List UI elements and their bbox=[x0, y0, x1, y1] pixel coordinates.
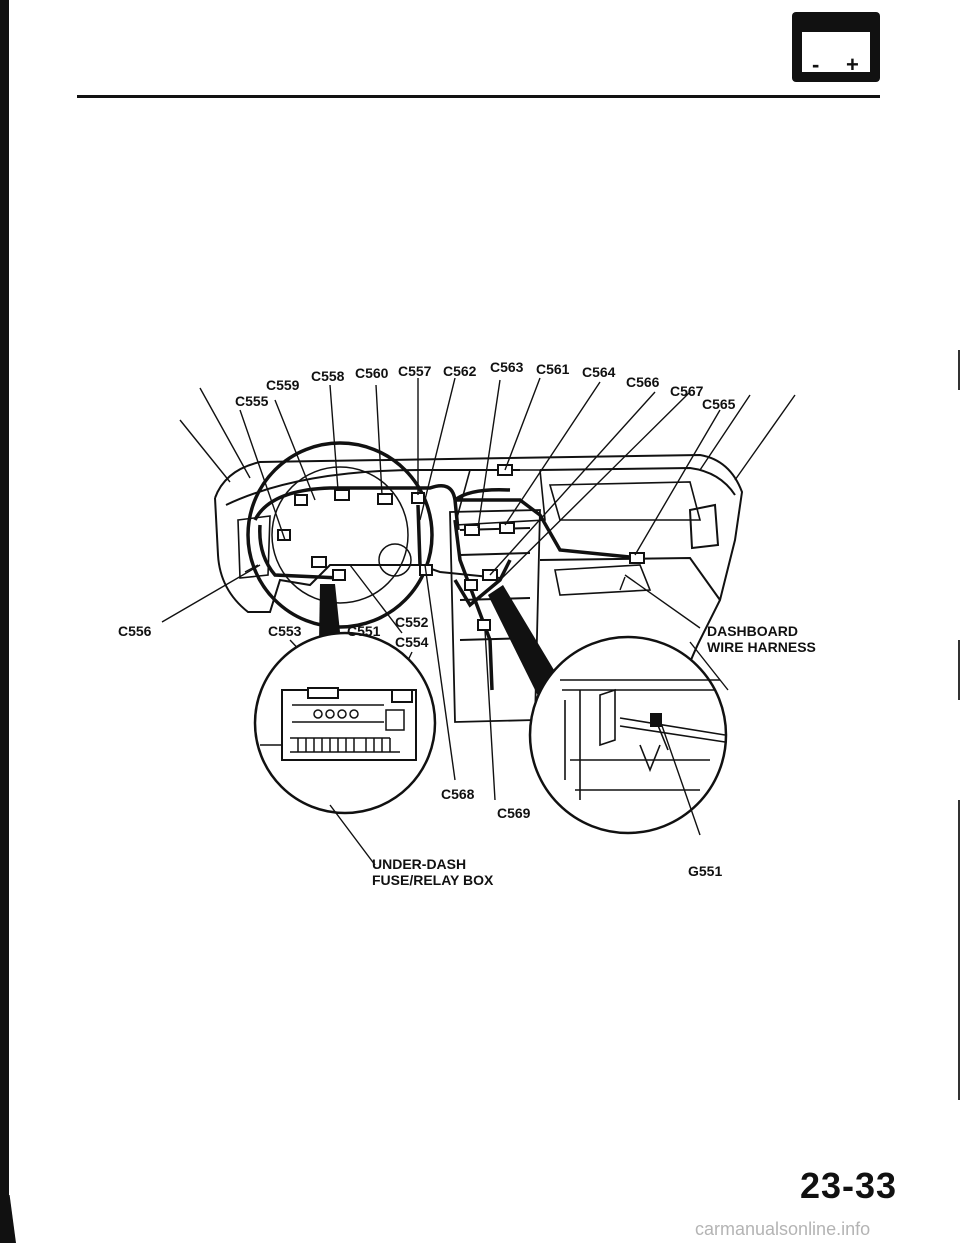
fuse-box-label-line2: FUSE/RELAY BOX bbox=[372, 872, 494, 888]
fuse-box-inset bbox=[253, 631, 437, 866]
harness-label-line2: WIRE HARNESS bbox=[707, 639, 816, 655]
page-number: 23-33 bbox=[800, 1165, 898, 1206]
wire-harness-path bbox=[253, 484, 641, 691]
header-rule bbox=[77, 95, 880, 98]
watermark: carmanualsonline.info bbox=[695, 1219, 871, 1239]
steering-wheel-rim bbox=[246, 441, 434, 629]
battery-positive-sign: + bbox=[846, 52, 859, 77]
connector-label-c564: C564 bbox=[582, 364, 616, 380]
connector-label-c559: C559 bbox=[266, 377, 300, 393]
ground-label-g551: G551 bbox=[688, 863, 722, 879]
connector-label-c554: C554 bbox=[395, 634, 429, 650]
connector-label-c556: C556 bbox=[118, 623, 152, 639]
binding-edge bbox=[0, 0, 9, 1243]
scan-artifact bbox=[958, 350, 960, 390]
connector-label-c552: C552 bbox=[395, 614, 429, 630]
connector-label-c560: C560 bbox=[355, 365, 389, 381]
connector-label-c558: C558 bbox=[311, 368, 345, 384]
connector-label-c568: C568 bbox=[441, 786, 475, 802]
connector-label-c557: C557 bbox=[398, 363, 432, 379]
scan-artifact bbox=[958, 800, 960, 1100]
connector-label-c565: C565 bbox=[702, 396, 736, 412]
connector-label-c553: C553 bbox=[268, 623, 302, 639]
zoom-callout-wedge bbox=[488, 585, 560, 700]
ground-inset bbox=[528, 635, 729, 836]
connector-label-c566: C566 bbox=[626, 374, 660, 390]
dashboard-outline bbox=[214, 453, 744, 723]
harness-label-line1: DASHBOARD bbox=[707, 623, 798, 639]
connector-label-c555: C555 bbox=[235, 393, 269, 409]
battery-negative-sign: - bbox=[812, 52, 820, 77]
battery-icon: - + bbox=[792, 12, 880, 82]
connector-label-c562: C562 bbox=[443, 363, 477, 379]
connector-label-c563: C563 bbox=[490, 359, 524, 375]
connector-labels: C557 C562 C560 C563 C558 C561 C559 C564 … bbox=[118, 359, 816, 888]
fuse-box-label-line1: UNDER-DASH bbox=[372, 856, 466, 872]
connector-label-c567: C567 bbox=[670, 383, 704, 399]
scan-artifact bbox=[958, 640, 960, 700]
gauge-icon bbox=[378, 543, 412, 577]
connector-label-c569: C569 bbox=[497, 805, 531, 821]
connector-label-c551: C551 bbox=[347, 623, 381, 639]
connector-label-c561: C561 bbox=[536, 361, 570, 377]
steering-wheel-hub bbox=[271, 466, 409, 604]
